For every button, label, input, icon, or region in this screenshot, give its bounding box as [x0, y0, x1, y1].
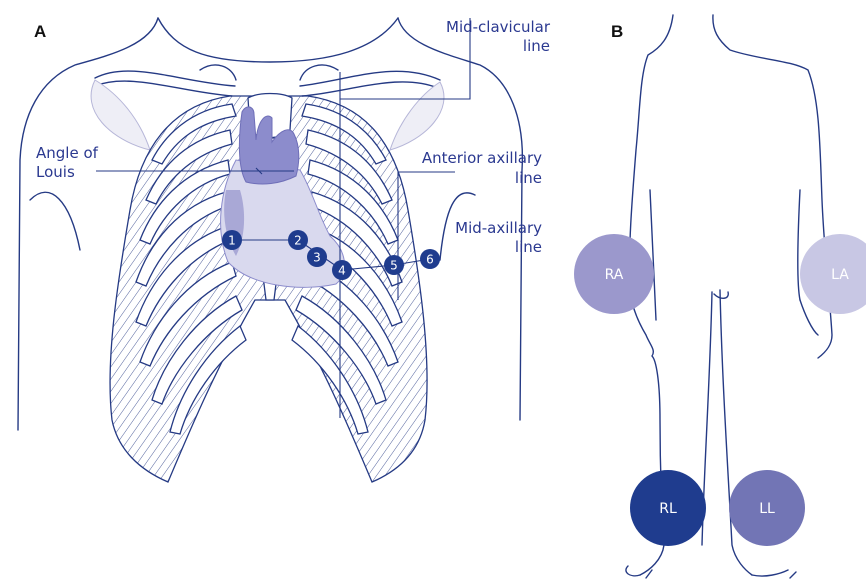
panel-b: B RA LA RL LL	[574, 15, 866, 578]
chest-electrode-3: 3	[307, 247, 327, 267]
limb-electrode-rl-label: RL	[659, 501, 677, 517]
limb-electrode-la: LA	[800, 234, 866, 314]
anterior-axillary-label-line1: Anterior axillary	[422, 149, 542, 167]
mid-axillary-label-line1: Mid-axillary	[455, 219, 542, 237]
left-foot	[752, 570, 796, 578]
right-clavicle	[95, 71, 235, 86]
mid-clavicular-label-line2: line	[523, 37, 550, 55]
mid-axillary-label-line2: line	[515, 238, 542, 256]
chest-electrode-2: 2	[288, 230, 308, 250]
right-foot	[626, 566, 652, 578]
right-scapula	[91, 80, 150, 150]
first-rib-right	[200, 65, 236, 80]
limb-electrode-ra-label: RA	[605, 267, 624, 283]
limb-electrode-ll: LL	[729, 470, 805, 546]
angle-of-louis-label-line2: Louis	[36, 163, 75, 181]
chest-electrode-5: 5	[384, 255, 404, 275]
anterior-axillary-label-line2: line	[515, 169, 542, 187]
first-rib-left	[300, 65, 338, 80]
electrode-3-label: 3	[313, 251, 321, 265]
chest-electrode-1: 1	[222, 230, 242, 250]
limb-electrode-la-label: LA	[831, 267, 849, 283]
angle-of-louis-label-line1: Angle of	[36, 144, 99, 162]
panel-a: A	[18, 18, 551, 482]
limb-electrode-ll-label: LL	[759, 501, 775, 517]
electrode-4-label: 4	[338, 264, 346, 278]
left-scapula	[390, 82, 444, 150]
panel-a-letter: A	[34, 22, 46, 41]
mid-clavicular-label-line1: Mid-clavicular	[446, 18, 551, 36]
limb-electrode-ra: RA	[574, 234, 654, 314]
left-clavicle	[300, 71, 440, 86]
electrode-5-label: 5	[390, 259, 398, 273]
chest-electrode-6: 6	[420, 249, 440, 269]
right-inner-arm	[650, 190, 656, 320]
panel-b-letter: B	[611, 22, 623, 41]
neck-outline	[158, 18, 398, 62]
limb-electrode-rl: RL	[630, 470, 706, 546]
electrode-6-label: 6	[426, 253, 434, 267]
left-inner-arm	[798, 190, 800, 300]
chest-electrode-4: 4	[332, 260, 352, 280]
left-armpit-line	[30, 192, 80, 250]
electrode-2-label: 2	[294, 234, 302, 248]
left-clavicle-lower	[302, 82, 438, 96]
electrode-1-label: 1	[228, 234, 236, 248]
